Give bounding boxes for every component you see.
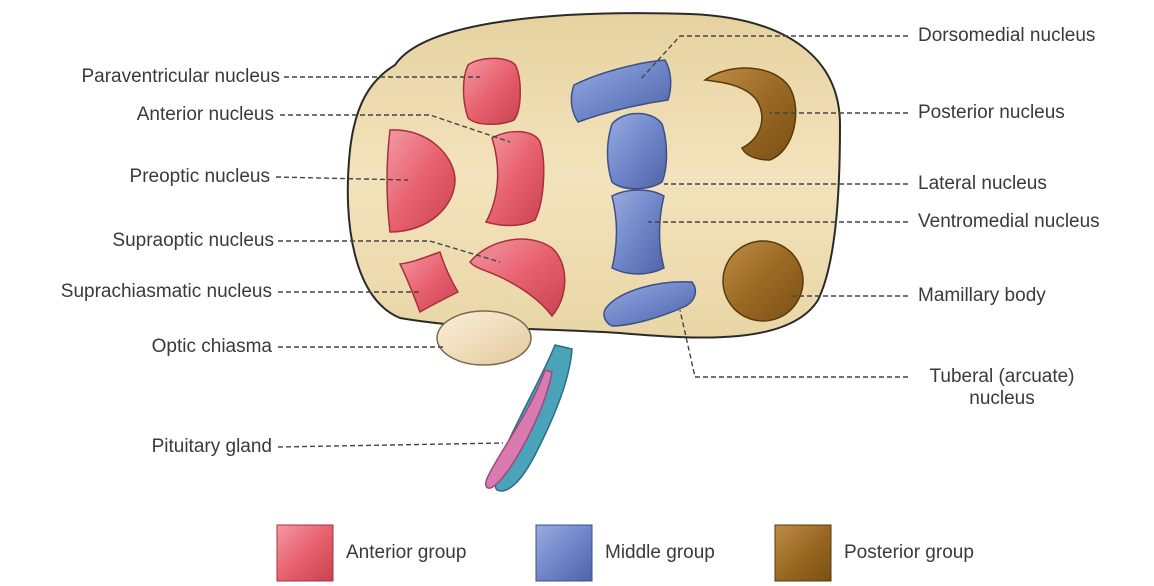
label-tuberal-nucleus: Tuberal (arcuate) nucleus [912,366,1092,410]
label-anterior-nucleus: Anterior nucleus [137,104,274,126]
label-dorsomedial-nucleus: Dorsomedial nucleus [918,25,1095,47]
paraventricular-nucleus-shape [464,58,521,124]
legend-middle-label: Middle group [605,542,715,564]
label-optic-chiasma: Optic chiasma [152,336,272,358]
optic-chiasma [437,311,531,365]
label-paraventricular-nucleus: Paraventricular nucleus [81,66,280,88]
label-suprachiasmatic-nucleus: Suprachiasmatic nucleus [61,281,272,303]
legend-posterior-label: Posterior group [844,542,974,564]
label-lateral-nucleus: Lateral nucleus [918,173,1047,195]
legend-posterior-swatch [775,525,831,581]
label-mamillary-body: Mamillary body [918,285,1046,307]
label-tuberal-line1: Tuberal (arcuate) [912,366,1092,388]
label-tuberal-line2: nucleus [912,388,1092,410]
mamillary-body-shape [723,241,803,321]
legend-middle-swatch [536,525,592,581]
ventromedial-nucleus-shape [612,190,664,274]
label-ventromedial-nucleus: Ventromedial nucleus [918,211,1100,233]
label-pituitary-gland: Pituitary gland [152,436,272,458]
label-posterior-nucleus: Posterior nucleus [918,102,1065,124]
legend-anterior-swatch [277,525,333,581]
leader-pituitary [278,443,503,447]
lateral-nucleus-shape [608,114,667,189]
legend-anterior-label: Anterior group [346,542,466,564]
label-supraoptic-nucleus: Supraoptic nucleus [112,230,274,252]
label-preoptic-nucleus: Preoptic nucleus [130,166,270,188]
